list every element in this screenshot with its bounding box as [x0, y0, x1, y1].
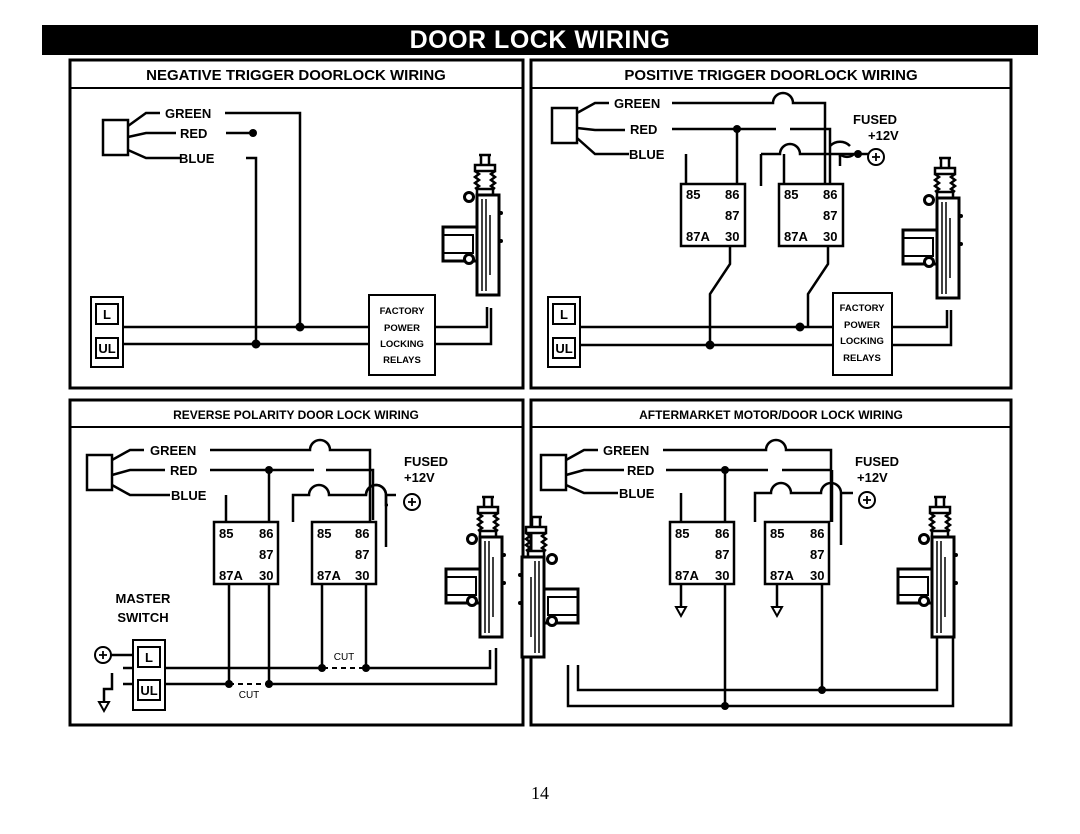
- reverse-relay1-pin87: 87: [259, 547, 273, 562]
- positive-relay1-pin85: 85: [686, 187, 700, 202]
- positive-wires: [550, 91, 953, 347]
- positive-relay1-pin86: 86: [725, 187, 739, 202]
- aftermarket-blue-label: BLUE: [619, 486, 655, 501]
- reverse-unlock-label: UL: [140, 683, 157, 698]
- negative-factory-line2: POWER: [384, 323, 420, 334]
- reverse-lock-label: L: [145, 650, 153, 665]
- aftermarket-relay2-pin86: 86: [810, 526, 824, 541]
- positive-voltage-label: +12V: [868, 128, 899, 143]
- reverse-master-label: MASTER: [116, 591, 172, 606]
- reverse-cut-label-1: CUT: [334, 652, 355, 663]
- negative-factory-relays: FACTORY POWER LOCKING RELAYS: [368, 294, 436, 376]
- positive-factory-line3: LOCKING: [840, 336, 884, 347]
- aftermarket-red-label: RED: [627, 463, 654, 478]
- positive-panel-title: POSITIVE TRIGGER DOORLOCK WIRING: [624, 67, 917, 84]
- positive-actuator: [901, 156, 965, 300]
- reverse-relay2-pin85: 85: [317, 526, 331, 541]
- positive-fused-label: FUSED: [853, 112, 897, 127]
- reverse-relay1-pin87a: 87A: [219, 568, 243, 583]
- positive-relay1-pin87a: 87A: [686, 229, 710, 244]
- negative-factory-line3: LOCKING: [380, 339, 424, 350]
- aftermarket-relay1-pin86: 86: [715, 526, 729, 541]
- reverse-fused-label: FUSED: [404, 454, 448, 469]
- aftermarket-panel-title: AFTERMARKET MOTOR/DOOR LOCK WIRING: [639, 408, 903, 422]
- reverse-relay2-pin86: 86: [355, 526, 369, 541]
- positive-relay1-pin30: 30: [725, 229, 739, 244]
- aftermarket-relay1-pin85: 85: [675, 526, 689, 541]
- reverse-relay2-pin87a: 87A: [317, 568, 341, 583]
- reverse-cut-label-2: CUT: [239, 690, 260, 701]
- negative-switch: L UL: [90, 296, 124, 368]
- positive-relay2-pin87a: 87A: [784, 229, 808, 244]
- negative-panel-title: NEGATIVE TRIGGER DOORLOCK WIRING: [146, 67, 446, 84]
- reverse-switch-label: SWITCH: [117, 610, 168, 625]
- positive-unlock-label: UL: [555, 341, 572, 356]
- aftermarket-wires: [539, 438, 955, 708]
- aftermarket-fused-label: FUSED: [855, 454, 899, 469]
- aftermarket-relay1-pin30: 30: [715, 568, 729, 583]
- negative-green-label: GREEN: [165, 106, 211, 121]
- negative-unlock-label: UL: [98, 341, 115, 356]
- negative-factory-line1: FACTORY: [380, 306, 426, 317]
- positive-switch: L UL: [547, 296, 581, 368]
- reverse-relay2-pin87: 87: [355, 547, 369, 562]
- page-number: 14: [531, 783, 549, 803]
- reverse-panel-title: REVERSE POLARITY DOOR LOCK WIRING: [173, 408, 419, 422]
- positive-relay2-pin30: 30: [823, 229, 837, 244]
- positive-factory-line1: FACTORY: [840, 303, 886, 314]
- aftermarket-relay2-pin87: 87: [810, 547, 824, 562]
- page-title-banner: DOOR LOCK WIRING: [42, 25, 1038, 55]
- positive-blue-label: BLUE: [629, 147, 665, 162]
- positive-factory-line4: RELAYS: [843, 353, 881, 364]
- reverse-relay1-pin85: 85: [219, 526, 233, 541]
- reverse-green-label: GREEN: [150, 443, 196, 458]
- reverse-relay1-pin86: 86: [259, 526, 273, 541]
- negative-factory-line4: RELAYS: [383, 355, 421, 366]
- positive-lock-label: L: [560, 307, 568, 322]
- positive-green-label: GREEN: [614, 96, 660, 111]
- page-title: DOOR LOCK WIRING: [409, 26, 671, 54]
- positive-relay2-pin85: 85: [784, 187, 798, 202]
- aftermarket-relay2-pin87a: 87A: [770, 568, 794, 583]
- aftermarket-actuator-right: [896, 495, 960, 639]
- aftermarket-relay2-pin30: 30: [810, 568, 824, 583]
- reverse-relay2-pin30: 30: [355, 568, 369, 583]
- reverse-actuator: [444, 495, 508, 639]
- aftermarket-actuator-left: [516, 515, 580, 659]
- positive-factory-relays: FACTORY POWER LOCKING RELAYS: [832, 292, 893, 376]
- aftermarket-relay1-pin87: 87: [715, 547, 729, 562]
- negative-actuator: [441, 153, 505, 297]
- positive-red-label: RED: [630, 122, 657, 137]
- negative-blue-label: BLUE: [179, 151, 215, 166]
- positive-relay2-pin87: 87: [823, 208, 837, 223]
- reverse-switch: L UL: [132, 639, 166, 711]
- aftermarket-relay1-pin87a: 87A: [675, 568, 699, 583]
- aftermarket-relay2-pin85: 85: [770, 526, 784, 541]
- negative-wires: [101, 111, 493, 346]
- reverse-relay1-pin30: 30: [259, 568, 273, 583]
- positive-relay2-pin86: 86: [823, 187, 837, 202]
- positive-factory-line2: POWER: [844, 320, 880, 331]
- reverse-red-label: RED: [170, 463, 197, 478]
- reverse-voltage-label: +12V: [404, 470, 435, 485]
- aftermarket-voltage-label: +12V: [857, 470, 888, 485]
- aftermarket-green-label: GREEN: [603, 443, 649, 458]
- positive-relay1-pin87: 87: [725, 208, 739, 223]
- reverse-blue-label: BLUE: [171, 488, 207, 503]
- negative-lock-label: L: [103, 307, 111, 322]
- negative-red-label: RED: [180, 126, 207, 141]
